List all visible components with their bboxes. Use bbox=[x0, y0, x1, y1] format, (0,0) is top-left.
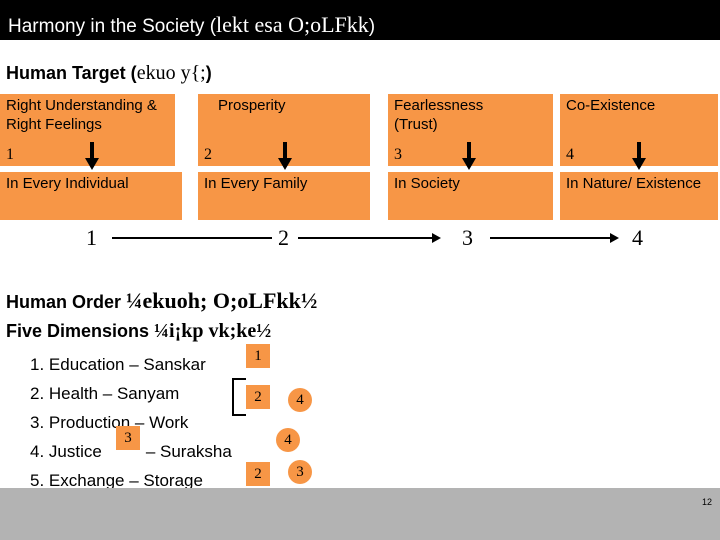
five-dimensions-hindi: ¼i¡kp vk;ke½ bbox=[154, 320, 272, 342]
flow-line bbox=[298, 237, 434, 239]
title-text: Harmony in the Society ( bbox=[8, 16, 217, 37]
number-badge: 1 bbox=[246, 344, 270, 368]
down-arrow-icon bbox=[632, 142, 646, 172]
scope-box-individual: In Every Individual bbox=[0, 172, 182, 220]
scope-label: In Every Family bbox=[204, 175, 308, 192]
target-number: 3 bbox=[394, 146, 402, 163]
number-badge: 2 bbox=[246, 462, 270, 486]
dimension-item: 3. Production – Work bbox=[30, 413, 189, 432]
scope-box-nature: In Nature/ Existence bbox=[560, 172, 718, 220]
human-order-heading: Human Order ¼ekuoh; O;oLFkk½ bbox=[6, 288, 317, 314]
down-arrow-icon bbox=[85, 142, 99, 172]
scope-box-society: In Society bbox=[388, 172, 553, 220]
flow-number: 1 bbox=[86, 225, 97, 250]
target-number: 1 bbox=[6, 146, 14, 163]
target-label: Co-Existence bbox=[566, 97, 656, 114]
flow-line bbox=[112, 237, 272, 239]
five-dimensions-label: Five Dimensions bbox=[6, 321, 155, 341]
footer-bar bbox=[0, 488, 720, 540]
arrow-right-icon bbox=[610, 233, 619, 243]
page-number: 12 bbox=[701, 497, 712, 507]
five-dimensions-heading: Five Dimensions ¼i¡kp vk;ke½ bbox=[6, 320, 271, 343]
number-badge: 3 bbox=[288, 460, 312, 484]
human-order-label: Human Order bbox=[6, 292, 127, 312]
dimension-item: 5. Exchange – Storage bbox=[30, 471, 203, 490]
number-badge: 3 bbox=[116, 426, 140, 450]
number-badge: 2 bbox=[246, 385, 270, 409]
dimension-item: 1. Education – Sanskar bbox=[30, 355, 206, 374]
arrow-right-icon bbox=[432, 233, 441, 243]
down-arrow-icon bbox=[278, 142, 292, 172]
dimension-item: 2. Health – Sanyam bbox=[30, 384, 180, 403]
number-badge: 4 bbox=[276, 428, 300, 452]
flow-number: 3 bbox=[462, 225, 473, 250]
dimension-suraksha: – Suraksha bbox=[145, 442, 232, 461]
title-close: ) bbox=[368, 16, 376, 37]
dimensions-list: 1. Education – Sanskar 2. Health – Sanya… bbox=[30, 350, 232, 495]
human-target-hindi: ekuo y{; bbox=[136, 62, 206, 84]
dimension-item: 4. Justice – Suraksha bbox=[30, 437, 232, 466]
number-badge: 4 bbox=[288, 388, 312, 412]
target-label: Prosperity bbox=[218, 97, 286, 114]
scope-box-family: In Every Family bbox=[198, 172, 370, 220]
human-target-heading: Human Target (ekuo y{;) bbox=[6, 62, 212, 85]
flow-line bbox=[490, 237, 612, 239]
scope-label: In Nature/ Existence bbox=[566, 175, 702, 192]
flow-number: 4 bbox=[632, 225, 643, 250]
flow-number: 2 bbox=[278, 225, 289, 250]
target-label: Fearlessness (Trust) bbox=[394, 97, 484, 133]
down-arrow-icon bbox=[462, 142, 476, 172]
target-number: 2 bbox=[204, 146, 212, 163]
title-hindi: lekt esa O;oLFkk bbox=[216, 12, 369, 37]
scope-label: In Every Individual bbox=[6, 175, 129, 192]
human-target-close: ) bbox=[205, 63, 212, 83]
target-number: 4 bbox=[566, 146, 574, 163]
target-label: Right Understanding & Right Feelings bbox=[6, 97, 157, 133]
title-bar: Harmony in the Society (lekt esa O;oLFkk… bbox=[0, 0, 720, 40]
bracket bbox=[232, 378, 246, 416]
target-box-understanding: Right Understanding & Right Feelings 1 bbox=[0, 94, 175, 166]
dimension-justice: 4. Justice bbox=[30, 442, 102, 461]
human-order-hindi: ¼ekuoh; O;oLFkk½ bbox=[126, 288, 318, 313]
slide-title: Harmony in the Society (lekt esa O;oLFkk… bbox=[8, 12, 375, 38]
scope-label: In Society bbox=[394, 175, 460, 192]
human-target-label: Human Target ( bbox=[6, 63, 137, 83]
